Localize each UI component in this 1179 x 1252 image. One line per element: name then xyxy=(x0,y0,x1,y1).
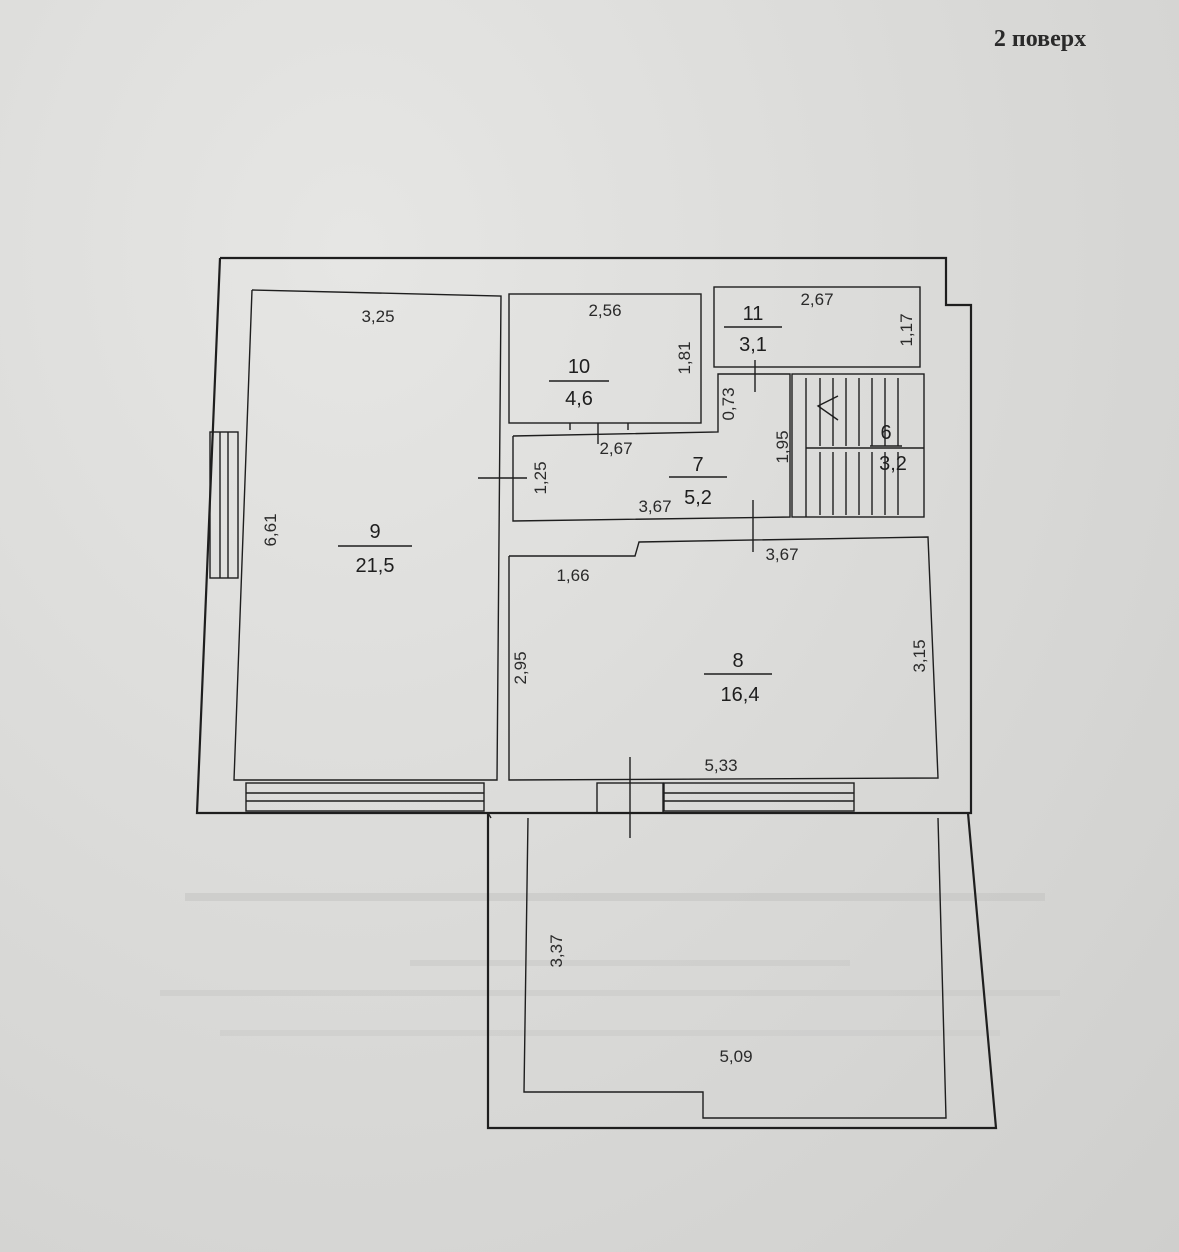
label-room-11: 11 3,1 xyxy=(724,303,782,356)
room-7-number: 7 xyxy=(692,454,703,476)
room-6-area: 3,2 xyxy=(879,453,907,475)
dim-r9-height: 6,61 xyxy=(261,513,280,546)
room-9 xyxy=(233,289,502,781)
dim-r10-width: 2,56 xyxy=(588,301,621,320)
label-room-7: 7 5,2 xyxy=(669,454,727,509)
room-11-area: 3,1 xyxy=(739,334,767,356)
room-9-area: 21,5 xyxy=(356,555,395,577)
label-room-10: 10 4,6 xyxy=(549,356,609,410)
label-room-8: 8 16,4 xyxy=(704,650,772,706)
dim-r8-height-left: 2,95 xyxy=(511,651,530,684)
room-6-number: 6 xyxy=(880,422,891,444)
dim-r7-width: 3,67 xyxy=(638,497,671,516)
room-9-number: 9 xyxy=(369,521,380,543)
window-left xyxy=(209,431,239,579)
room-8-area: 16,4 xyxy=(721,684,760,706)
dim-r9-width: 3,25 xyxy=(361,307,394,326)
dim-r10-bottom: 2,67 xyxy=(599,439,632,458)
floor-title: 2 поверх xyxy=(994,26,1086,52)
window-bottom-left xyxy=(245,782,485,812)
label-room-6: 6 3,2 xyxy=(870,422,907,475)
dim-balcony-width: 5,09 xyxy=(719,1047,752,1066)
window-bottom-right xyxy=(663,782,855,812)
door-to-balcony xyxy=(596,757,664,838)
room-10 xyxy=(508,293,702,444)
room-7-area: 5,2 xyxy=(684,487,712,509)
balcony xyxy=(486,812,998,1130)
room-6-stairs xyxy=(791,373,925,518)
dim-r7-height: 1,25 xyxy=(531,461,550,494)
room-11 xyxy=(713,286,921,392)
dim-r8-top-right: 3,67 xyxy=(765,545,798,564)
room-11-number: 11 xyxy=(743,303,764,325)
room-10-number: 10 xyxy=(568,356,590,378)
dimension-labels: 3,25 6,61 2,56 1,81 2,67 2,67 1,17 0,73 … xyxy=(261,290,929,1066)
room-8-number: 8 xyxy=(732,650,743,672)
outer-wall xyxy=(195,256,973,815)
dim-r8-top-left: 1,66 xyxy=(556,566,589,585)
dim-corridor-gap: 0,73 xyxy=(719,387,738,420)
bleed-through-text xyxy=(160,893,1060,1036)
room-7 xyxy=(478,373,791,552)
dim-r11-height: 1,17 xyxy=(897,313,916,346)
dim-r11-width: 2,67 xyxy=(800,290,833,309)
dim-r8-width: 5,33 xyxy=(704,756,737,775)
dim-stair-height: 1,95 xyxy=(773,430,792,463)
dim-balcony-height: 3,37 xyxy=(547,934,566,967)
dim-r10-height: 1,81 xyxy=(675,341,694,374)
room-10-area: 4,6 xyxy=(565,388,593,410)
dim-r8-height-right: 3,15 xyxy=(910,639,929,672)
room-8 xyxy=(508,536,939,781)
label-room-9: 9 21,5 xyxy=(338,521,412,577)
